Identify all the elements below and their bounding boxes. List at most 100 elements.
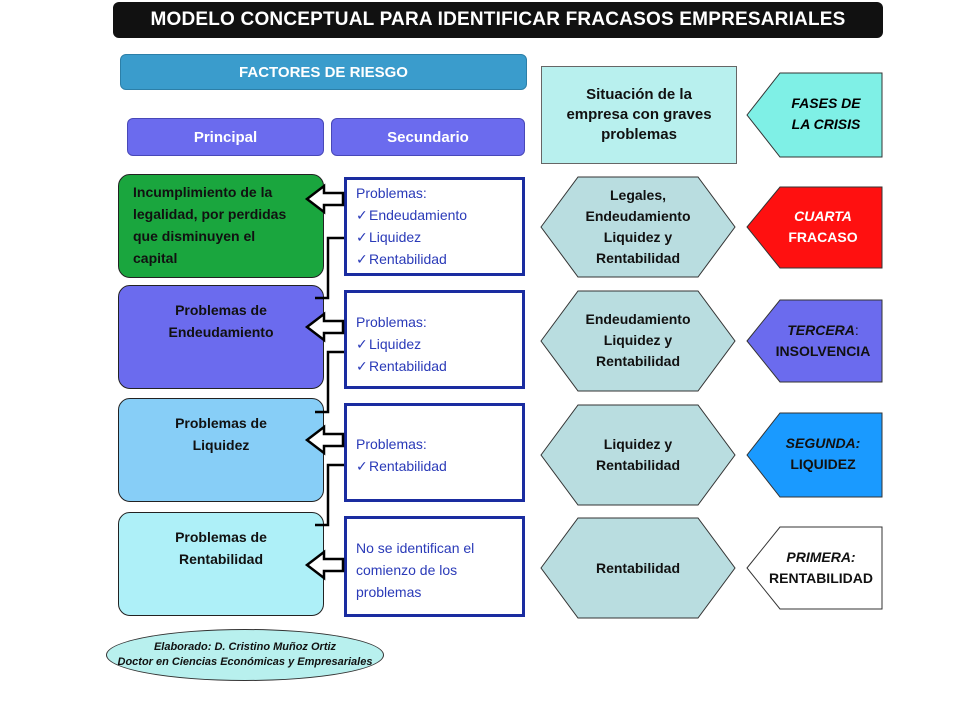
situation-line: Legales, [609, 187, 667, 203]
secondary-box-4: No se identifican el comienzo de los pro… [344, 516, 525, 617]
phase-header-shape [746, 72, 883, 158]
principal-box-line: capital [133, 250, 178, 266]
principal-box-line: legalidad, por perdidas [133, 206, 287, 222]
phase-stage-separator: : [854, 322, 859, 338]
elbow-connector [315, 463, 344, 527]
phase-stage: CUARTA [794, 208, 852, 224]
principal-box-endeudamiento: Problemas de Endeudamiento [118, 285, 324, 389]
phase-name: FRACASO [788, 229, 858, 245]
principal-box-line: Liquidez [192, 437, 250, 453]
phases-header-line: FASES DE [791, 95, 861, 111]
principal-box-line: Problemas de [175, 529, 267, 545]
secondary-heading: Problemas: [356, 314, 427, 330]
secondary-heading: Problemas: [356, 436, 427, 452]
situation-endeudamiento: Endeudamiento Liquidez y Rentabilidad [578, 309, 698, 372]
elbow-connector [315, 350, 344, 414]
phase-name: LIQUIDEZ [790, 456, 856, 472]
hexagon-shape [540, 404, 736, 506]
situation-line: Rentabilidad [595, 250, 680, 266]
check-icon: ✓ [356, 207, 368, 223]
hexagon-shape [540, 517, 736, 619]
principal-box-line: Rentabilidad [178, 551, 263, 567]
column-header-principal: Principal [127, 118, 324, 156]
phases-header: FASES DE LA CRISIS [770, 93, 882, 135]
principal-box-line: que disminuyen el [133, 228, 256, 244]
situation-line: Rentabilidad [595, 560, 680, 576]
author-credit-line: Doctor en Ciencias Económicas y Empresar… [117, 656, 373, 668]
check-icon: ✓ [356, 458, 368, 474]
principal-box-legalidad: Incumplimiento de la legalidad, por perd… [118, 174, 324, 278]
situation-liquidez: Liquidez y Rentabilidad [578, 434, 698, 476]
check-icon: ✓ [356, 336, 368, 352]
secondary-item: ✓Endeudamiento [356, 204, 522, 226]
phase-stage: SEGUNDA: [785, 435, 861, 451]
phase-name: INSOLVENCIA [775, 343, 871, 359]
situation-legales: Legales, Endeudamiento Liquidez y Rentab… [578, 185, 698, 269]
situation-line: Liquidez y [603, 332, 673, 348]
left-arrow-icon [304, 549, 345, 581]
author-credit-line: Elaborado: D. Cristino Muñoz Ortiz [153, 641, 337, 653]
secondary-line: No se identifican el [356, 540, 475, 556]
situation-line: Endeudamiento [585, 208, 691, 224]
check-icon: ✓ [356, 229, 368, 245]
phase-primera: PRIMERA: RENTABILIDAD [760, 547, 882, 589]
secondary-item-label: Liquidez [369, 229, 422, 245]
phase-shape-primera [746, 526, 883, 610]
left-arrow-icon [304, 424, 345, 456]
situation-header-line: empresa con graves [566, 106, 712, 123]
principal-box-line: Problemas de [175, 302, 267, 318]
secondary-item-label: Rentabilidad [369, 358, 447, 374]
secondary-item: ✓Rentabilidad [356, 248, 522, 270]
secondary-item: ✓Rentabilidad [356, 455, 522, 477]
phase-segunda: SEGUNDA: LIQUIDEZ [764, 433, 882, 475]
situation-line: Rentabilidad [595, 457, 680, 473]
secondary-box-2: Problemas: ✓Liquidez ✓Rentabilidad [344, 290, 525, 389]
elbow-connector [315, 236, 344, 300]
principal-box-line: Endeudamiento [168, 324, 274, 340]
principal-box-line: Problemas de [175, 415, 267, 431]
situation-header-line: Situación de la [586, 86, 692, 103]
phase-shape-segunda [746, 412, 883, 498]
left-arrow-icon [304, 183, 345, 215]
phase-tercera: TERCERA: INSOLVENCIA [764, 320, 882, 362]
secondary-box-3: Problemas: ✓Rentabilidad [344, 403, 525, 502]
secondary-line: problemas [356, 584, 422, 600]
secondary-item-label: Rentabilidad [369, 458, 447, 474]
check-icon: ✓ [356, 358, 368, 374]
secondary-item: ✓Liquidez [356, 333, 522, 355]
phase-shape-tercera [746, 299, 883, 383]
secondary-item-label: Endeudamiento [369, 207, 468, 223]
phases-header-line: LA CRISIS [791, 116, 861, 132]
phase-stage: TERCERA [787, 322, 855, 338]
secondary-item-label: Rentabilidad [369, 251, 447, 267]
situation-header: Situación de la empresa con graves probl… [541, 66, 737, 164]
situation-line: Rentabilidad [595, 353, 680, 369]
phase-shape-cuarta [746, 186, 883, 269]
phase-cuarta: CUARTA FRACASO [764, 206, 882, 248]
page-title: MODELO CONCEPTUAL PARA IDENTIFICAR FRACA… [113, 2, 883, 38]
situation-line: Liquidez y [603, 229, 673, 245]
situation-line: Liquidez y [603, 436, 673, 452]
secondary-line: comienzo de los [356, 562, 458, 578]
principal-box-line: Incumplimiento de la [133, 184, 273, 200]
secondary-item: ✓Rentabilidad [356, 355, 522, 377]
secondary-item-label: Liquidez [369, 336, 422, 352]
left-arrow-icon [304, 311, 345, 343]
check-icon: ✓ [356, 251, 368, 267]
situation-line: Endeudamiento [585, 311, 691, 327]
situation-header-line: problemas [601, 126, 677, 143]
phase-name: RENTABILIDAD [769, 570, 873, 586]
hexagon-shape [540, 176, 736, 278]
secondary-item: ✓Liquidez [356, 226, 522, 248]
risk-factors-header: FACTORES DE RIESGO [120, 54, 527, 90]
hexagon-shape [540, 290, 736, 392]
phase-stage: PRIMERA: [786, 549, 856, 565]
secondary-heading: Problemas: [356, 185, 427, 201]
situation-rentabilidad: Rentabilidad [578, 558, 698, 579]
column-header-secundario: Secundario [331, 118, 525, 156]
author-credit: Elaborado: D. Cristino Muñoz Ortiz Docto… [106, 629, 384, 681]
principal-box-rentabilidad: Problemas de Rentabilidad [118, 512, 324, 616]
secondary-box-1: Problemas: ✓Endeudamiento ✓Liquidez ✓Ren… [344, 177, 525, 276]
